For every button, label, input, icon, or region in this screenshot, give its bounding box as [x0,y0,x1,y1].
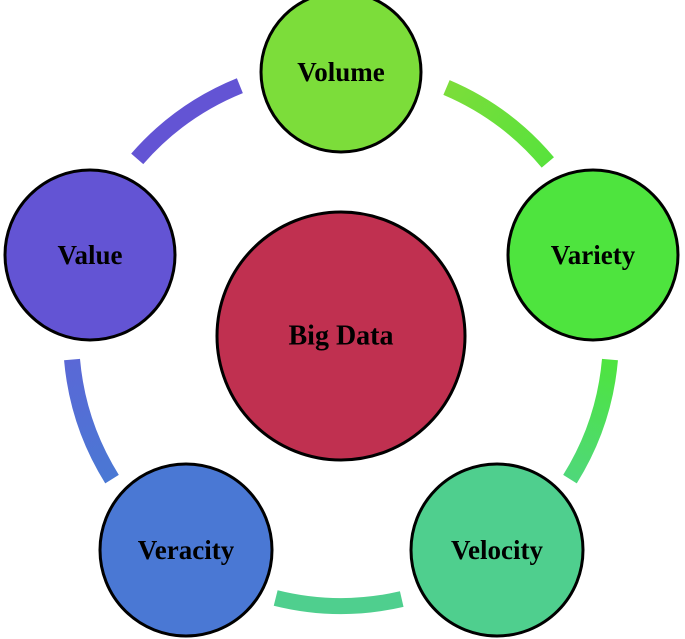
node-label-veracity: Veracity [138,535,235,565]
ring [64,78,618,614]
node-circle-velocity [409,462,585,638]
ring-segment-value-volume [131,78,243,165]
node-label-value: Value [57,240,122,270]
node-circle-volume [259,0,423,154]
node-label-velocity: Velocity [451,535,543,565]
node-variety: Variety [506,168,680,342]
ring-segment-variety-velocity [563,358,618,484]
node-veracity: Veracity [98,462,274,638]
node-circle-veracity [98,462,274,638]
node-velocity: Velocity [409,462,585,638]
ring-segment-volume-variety [443,80,554,168]
node-circle-value [3,168,177,342]
ring-segment-velocity-veracity [273,590,404,614]
node-volume: Volume [259,0,423,154]
ring-segment-veracity-value [64,358,119,484]
node-label-variety: Variety [551,240,636,270]
node-circle-variety [506,168,680,342]
node-label-volume: Volume [297,57,385,87]
node-value: Value [3,168,177,342]
center-node-big-data: Big Data [215,210,467,462]
center-circle [215,210,467,462]
center-label: Big Data [289,321,394,352]
